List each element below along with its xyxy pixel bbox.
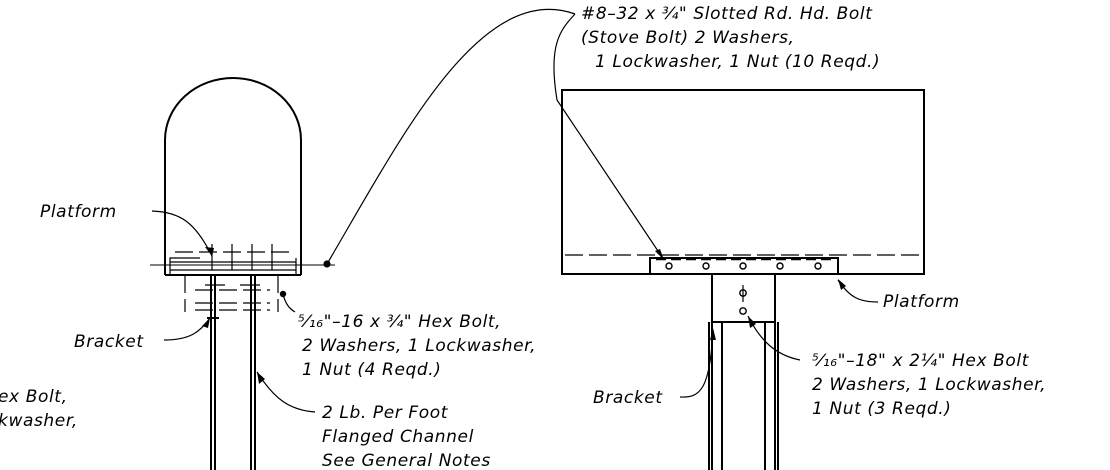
leader-dot <box>323 260 331 268</box>
stove-bolt-label-line1: #8–32 x ¾" Slotted Rd. Hd. Bolt <box>581 4 873 24</box>
bracket-right-label: Bracket <box>593 388 663 408</box>
bolt-hole <box>776 262 784 270</box>
hex-bolt-right-label-line2: 2 Washers, 1 Lockwasher, <box>812 375 1046 395</box>
left-platform <box>169 257 200 274</box>
right-sign-panel <box>561 89 925 275</box>
cut-off-label-line2: kwasher, <box>0 411 78 431</box>
platform-left-leader <box>151 210 213 257</box>
arrowhead <box>202 318 210 328</box>
cut-off-label-line1: ex Bolt, <box>0 387 68 407</box>
channel-label-line1: 2 Lb. Per Foot <box>322 403 449 423</box>
bracket-left-label: Bracket <box>74 332 144 352</box>
bolt-hole <box>665 262 673 270</box>
arrowhead <box>710 328 716 340</box>
hex-bolt-right-label-line1: ⁵⁄₁₆"–18" x 2¼" Hex Bolt <box>812 351 1030 371</box>
stove-bolt-label-line3: 1 Lockwasher, 1 Nut (10 Reqd.) <box>595 52 880 72</box>
right-leaders <box>553 13 879 398</box>
hex-bolt-left-label-line3: 1 Nut (4 Reqd.) <box>302 360 442 380</box>
channel-label-line3: See General Notes <box>322 451 491 470</box>
arrowhead <box>838 279 846 290</box>
labels: #8–32 x ¾" Slotted Rd. Hd. Bolt (Stove B… <box>0 4 1046 470</box>
hex-bolt-right-label-line3: 1 Nut (3 Reqd.) <box>812 399 952 419</box>
arrowhead <box>205 247 214 256</box>
bolt-hole <box>702 262 710 270</box>
platform-right-label: Platform <box>883 292 960 312</box>
left-leaders <box>151 8 576 413</box>
bolt-hole <box>814 262 822 270</box>
bracket-left-leader <box>163 317 211 341</box>
platform-left-label: Platform <box>40 202 117 222</box>
stove-bolt-leader <box>553 13 665 261</box>
stove-bolt-label-line2: (Stove Bolt) 2 Washers, <box>581 28 795 48</box>
hex-bolt-left-label-line2: 2 Washers, 1 Lockwasher, <box>302 336 536 356</box>
arrowhead <box>655 249 664 260</box>
bracket-right-leader <box>679 329 714 398</box>
left-sign-outline <box>164 77 302 260</box>
right-view <box>561 89 925 470</box>
arrowhead <box>748 316 756 328</box>
arrowhead <box>257 372 265 384</box>
bracket-bolt-hole <box>739 307 747 315</box>
leader-dot <box>279 290 287 298</box>
platform-right-leader <box>837 279 879 303</box>
hex-bolt-left-leader <box>282 293 296 313</box>
channel-label-line2: Flanged Channel <box>322 427 474 447</box>
left-view <box>150 77 335 470</box>
bolt-hole <box>739 262 747 270</box>
stove-bolt-long-leader <box>326 8 576 265</box>
hex-bolt-left-label-line1: ⁵⁄₁₆"–16 x ¾" Hex Bolt, <box>298 312 501 332</box>
